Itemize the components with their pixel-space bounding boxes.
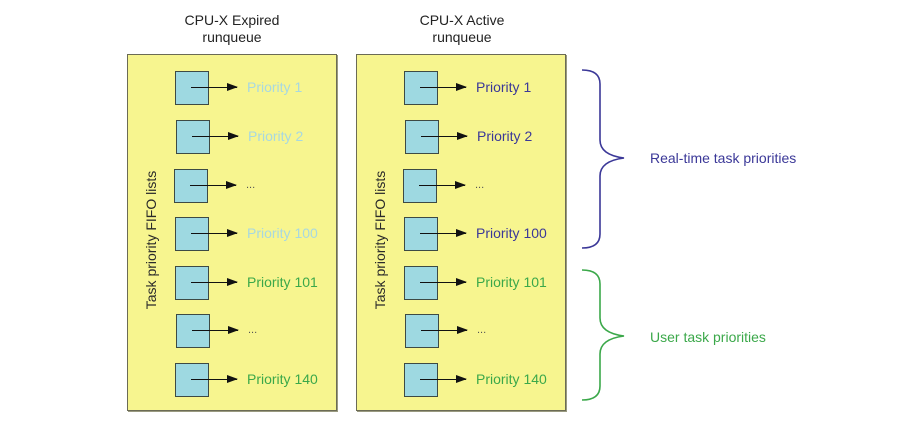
- expired-title-line2: runqueue: [202, 29, 262, 45]
- priority-label: Priority 101: [476, 274, 547, 290]
- arrow-right-icon: [191, 375, 238, 383]
- priority-label: Priority 100: [476, 225, 547, 241]
- fifo-list-head-box: [404, 71, 438, 105]
- arrow-right-icon: [192, 326, 239, 334]
- priority-label: Priority 2: [477, 128, 533, 144]
- priority-label: ...: [248, 324, 258, 336]
- user-priorities-label: User task priorities: [650, 329, 766, 345]
- arrow-right-icon: [191, 229, 238, 237]
- fifo-list-head-box: [403, 169, 437, 203]
- fifo-list-head-box: [404, 363, 438, 397]
- priority-label: ...: [246, 179, 256, 191]
- priority-label: ...: [475, 179, 485, 191]
- fifo-list-head-box: [175, 266, 209, 300]
- arrow-right-icon: [192, 132, 239, 140]
- priority-label: Priority 1: [247, 79, 303, 95]
- arrow-right-icon: [191, 278, 238, 286]
- priority-label: ...: [477, 324, 487, 336]
- arrow-right-icon: [421, 326, 468, 334]
- priority-label: Priority 100: [247, 225, 318, 241]
- fifo-list-head-box: [176, 314, 210, 348]
- fifo-list-head-box: [175, 363, 209, 397]
- fifo-list-head-box: [174, 169, 208, 203]
- realtime-brace-icon: [581, 69, 625, 249]
- arrow-right-icon: [420, 278, 467, 286]
- priority-label: Priority 1: [476, 79, 532, 95]
- realtime-priorities-label: Real-time task priorities: [650, 150, 797, 166]
- arrow-right-icon: [421, 132, 468, 140]
- arrow-right-icon: [420, 375, 467, 383]
- arrow-right-icon: [420, 229, 467, 237]
- arrow-right-icon: [191, 83, 238, 91]
- priority-label: Priority 140: [476, 371, 547, 387]
- active-queue-title: CPU-X Active runqueue: [357, 12, 567, 46]
- active-title-line2: runqueue: [432, 29, 492, 45]
- fifo-list-head-box: [404, 266, 438, 300]
- fifo-list-head-box: [405, 120, 439, 154]
- expired-queue-title: CPU-X Expired runqueue: [127, 12, 337, 46]
- fifo-list-head-box: [176, 120, 210, 154]
- arrow-right-icon: [190, 181, 237, 189]
- arrow-right-icon: [420, 83, 467, 91]
- priority-label: Priority 101: [247, 274, 318, 290]
- fifo-list-head-box: [175, 217, 209, 251]
- active-title-line1: CPU-X Active: [419, 12, 505, 28]
- fifo-list-head-box: [405, 314, 439, 348]
- priority-label: Priority 2: [248, 128, 304, 144]
- fifo-list-head-box: [404, 217, 438, 251]
- expired-title-line1: CPU-X Expired: [184, 12, 280, 28]
- fifo-list-head-box: [175, 71, 209, 105]
- arrow-right-icon: [419, 181, 466, 189]
- priority-label: Priority 140: [247, 371, 318, 387]
- user-brace-icon: [581, 269, 625, 401]
